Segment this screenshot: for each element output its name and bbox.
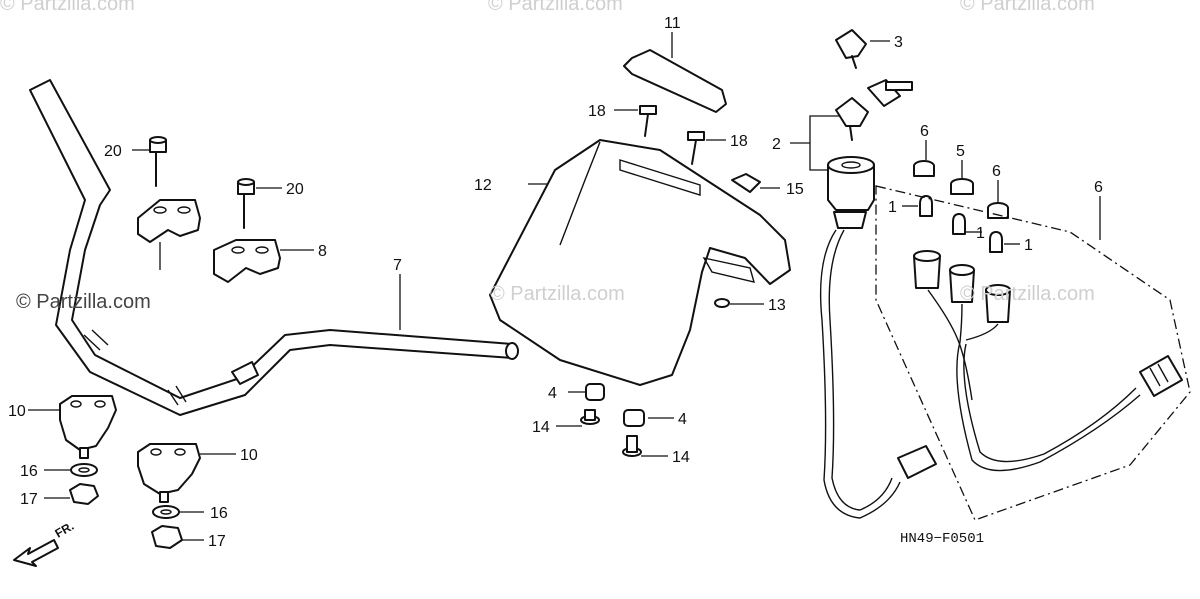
key-3: [835, 29, 867, 69]
callout-1-left: 1: [888, 199, 897, 216]
callout-6-right: 6: [992, 163, 1001, 180]
callout-11-right: 10: [240, 447, 258, 464]
callout-16: 15: [786, 181, 804, 198]
callouts: 11 3 2 12 18 18 15 13 4 4 14 14 7 20 20 …: [8, 15, 1103, 550]
watermark-right: © Partzilla.com: [960, 283, 1095, 305]
handlebar-holder-upper-right: [213, 239, 281, 283]
handlebar-cover: [489, 139, 791, 386]
callout-1-center: 1: [976, 225, 985, 242]
screw-19-upper: [639, 105, 657, 137]
handlebar-holder-upper-left: [137, 199, 201, 270]
callout-2: 2: [772, 136, 781, 153]
callout-18-left: 16: [20, 463, 38, 480]
callout-13: 11: [664, 15, 681, 32]
callout-17-left: 17: [20, 491, 38, 508]
callout-19-upper: 18: [588, 103, 606, 120]
collar-15-upper: [580, 409, 600, 425]
callout-6-left: 6: [920, 123, 929, 140]
bolt-20-left: [149, 136, 167, 187]
bulb-1-center: [952, 213, 966, 235]
handlebar: [29, 79, 519, 416]
callout-17-right: 17: [208, 533, 226, 550]
bulb-1-right: [989, 231, 1003, 253]
callout-7: 5: [956, 143, 965, 160]
cover-seal: [623, 49, 727, 113]
callout-19-lower: 18: [730, 133, 748, 150]
washer-18-right: [152, 505, 180, 519]
front-direction-arrow: FR.: [13, 519, 77, 567]
nut-14: [714, 298, 730, 308]
callout-15-upper: 14: [532, 419, 550, 436]
bulb-1-left: [919, 195, 933, 217]
callout-20-right: 20: [286, 181, 304, 198]
nut-17-right: [151, 525, 183, 549]
callout-4-upper: 4: [548, 385, 557, 402]
watermark-top-center: © Partzilla.com: [488, 0, 623, 15]
key-set: [835, 79, 913, 141]
callout-14: 13: [768, 297, 786, 314]
callout-18-right: 16: [210, 505, 228, 522]
grommet-4-upper: [585, 383, 605, 401]
socket-harness: [913, 250, 1183, 472]
group-outline-5: [875, 185, 1191, 521]
callout-15-lower: 14: [672, 449, 690, 466]
cap-6-right: [987, 202, 1009, 219]
callout-3: 3: [894, 34, 903, 51]
watermark-top-left: © Partzilla.com: [0, 0, 135, 15]
watermark-top-right: © Partzilla.com: [960, 0, 1095, 15]
handlebar-holder-lower-right: [137, 443, 201, 503]
handlebar-holder-lower-left: [59, 395, 117, 459]
leader-lines: [28, 32, 1101, 541]
callout-8: 7: [393, 257, 402, 274]
screw-19-lower: [687, 131, 705, 165]
callout-12: 12: [474, 177, 492, 194]
collar-15-lower: [622, 435, 642, 457]
callout-10: 8: [318, 243, 327, 260]
cap-7: [950, 178, 974, 195]
grommet-4-lower: [623, 409, 645, 427]
callout-11-left: 10: [8, 403, 26, 420]
direction-label: FR.: [53, 519, 77, 541]
diagram-code: HN49−F0501: [900, 531, 984, 547]
watermark-left: © Partzilla.com: [16, 291, 151, 313]
callout-20-left: 20: [104, 143, 122, 160]
watermark-center: © Partzilla.com: [490, 283, 625, 305]
washer-18-left: [70, 463, 98, 477]
bolt-20-right: [237, 178, 255, 229]
cap-6-left: [913, 160, 935, 177]
nut-17-left: [69, 483, 99, 505]
callout-5: 6: [1094, 179, 1103, 196]
callout-4-lower: 4: [678, 411, 687, 428]
switch-connector: [897, 445, 937, 479]
clip-16: [731, 173, 761, 193]
callout-1-right: 1: [1024, 237, 1033, 254]
ignition-switch: [819, 156, 901, 519]
